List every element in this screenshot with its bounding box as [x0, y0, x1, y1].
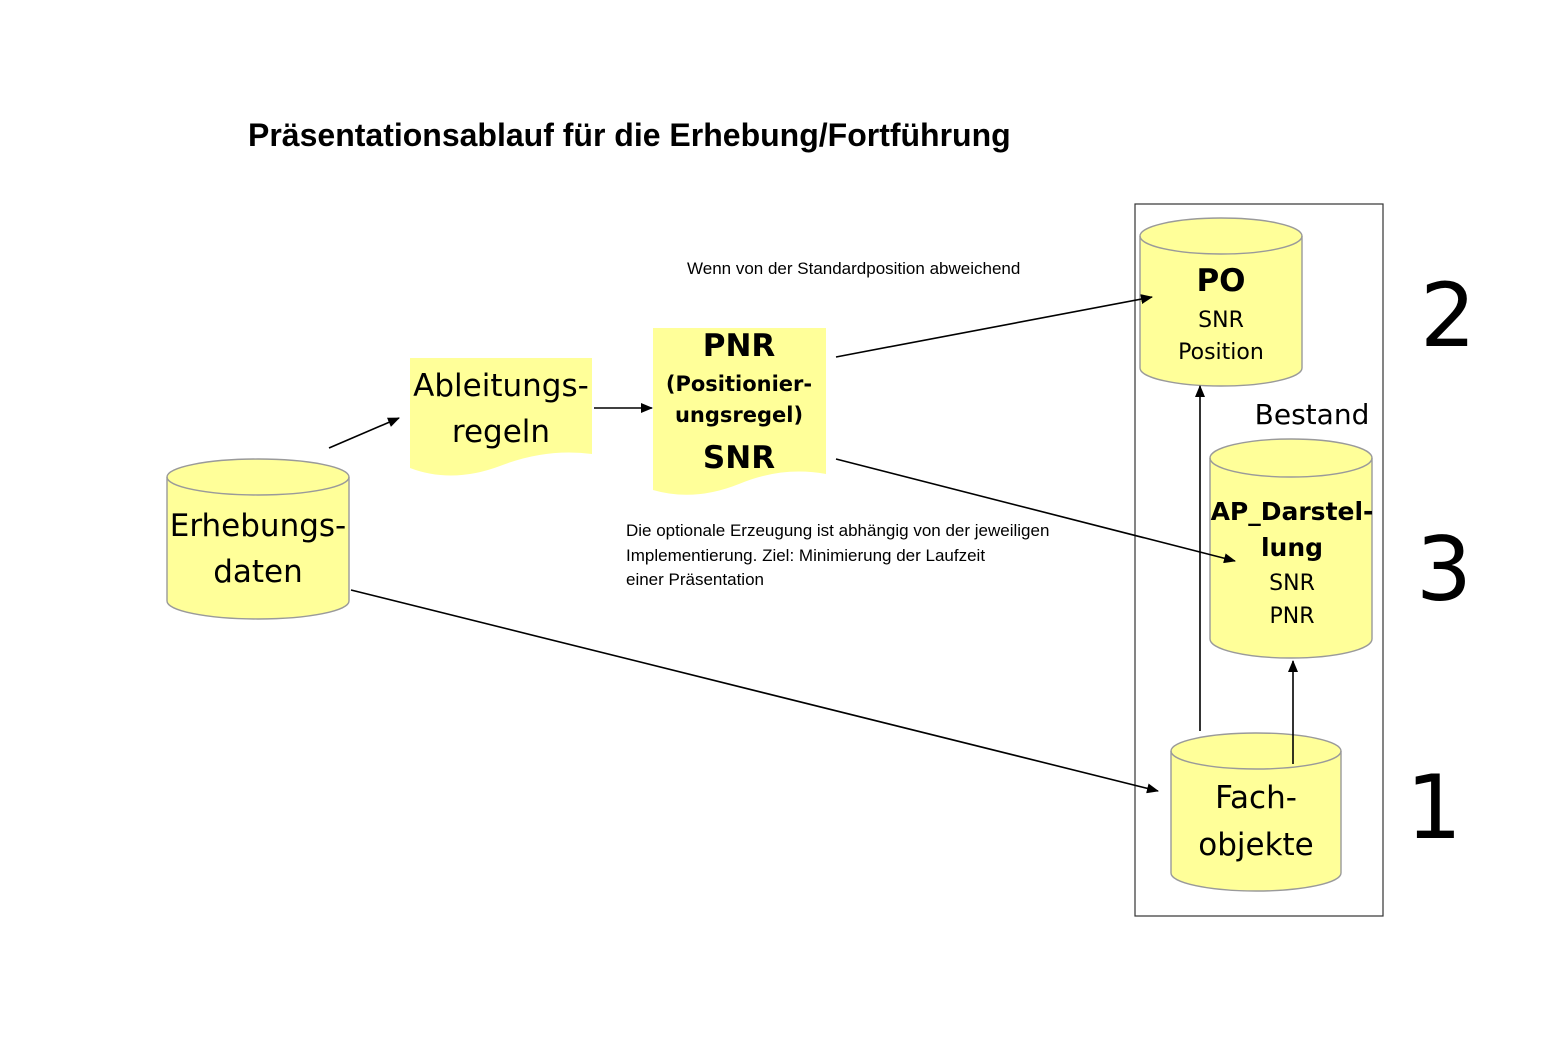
note-optional-line-3: einer Präsentation — [626, 570, 764, 589]
note-standard-position: Wenn von der Standardposition abweichend — [687, 259, 1020, 278]
ableitungsregeln-label-line-2: regeln — [452, 414, 550, 450]
fachobjekte-label-line-1: Fach- — [1215, 780, 1297, 816]
bestand-label: Bestand — [1255, 398, 1370, 431]
arrow-pnr-to-ap-darstellung — [835, 458, 1236, 564]
ap-darstellung-label-line-2: PNR — [1269, 604, 1314, 629]
ap-darstellung-label-line-1: SNR — [1269, 571, 1315, 596]
layer-number-ap-darstellung: 3 — [1416, 518, 1472, 621]
po-label-line-2: Position — [1178, 340, 1264, 365]
erhebungsdaten-label-line-2: daten — [213, 554, 303, 590]
po-label-line-1: SNR — [1198, 308, 1244, 333]
ap-darstellung-cylinder: AP_Darstel- lung SNR PNR — [1209, 438, 1374, 659]
pnr-subtitle-line-2: ungsregel) — [675, 403, 803, 427]
ableitungsregeln-label-line-1: Ableitungs- — [413, 368, 589, 404]
arrow-erhebungsdaten-to-fachobjekte — [350, 589, 1159, 794]
arrow-pnr-to-po — [835, 294, 1153, 358]
layer-number-fachobjekte: 1 — [1406, 756, 1462, 859]
ap-darstellung-title-line-2: lung — [1261, 533, 1323, 562]
bestand-frame — [1134, 203, 1384, 917]
ableitungsregeln-document: Ableitungs- regeln — [410, 358, 592, 476]
diagram-title: Präsentationsablauf für die Erhebung/For… — [248, 117, 1011, 153]
pnr-document: PNR (Positionier- ungsregel) SNR — [653, 328, 826, 495]
note-optional-line-1: Die optionale Erzeugung ist abhängig von… — [626, 521, 1049, 540]
pnr-subtitle-line-1: (Positionier- — [666, 372, 812, 396]
pnr-title: PNR — [703, 328, 776, 364]
erhebungsdaten-cylinder: Erhebungs- daten — [166, 458, 350, 620]
fachobjekte-label-line-2: objekte — [1198, 827, 1314, 863]
erhebungsdaten-label-line-1: Erhebungs- — [170, 508, 347, 544]
po-title: PO — [1196, 263, 1245, 299]
pnr-footer: SNR — [703, 440, 775, 476]
po-cylinder: PO SNR Position — [1139, 217, 1303, 387]
layer-number-po: 2 — [1420, 264, 1476, 367]
ap-darstellung-title-line-1: AP_Darstel- — [1211, 497, 1374, 526]
note-optional-line-2: Implementierung. Ziel: Minimierung der L… — [626, 546, 985, 565]
fachobjekte-cylinder: Fach- objekte — [1170, 732, 1342, 892]
arrow-erhebungsdaten-to-ableitungsregeln — [328, 417, 400, 449]
